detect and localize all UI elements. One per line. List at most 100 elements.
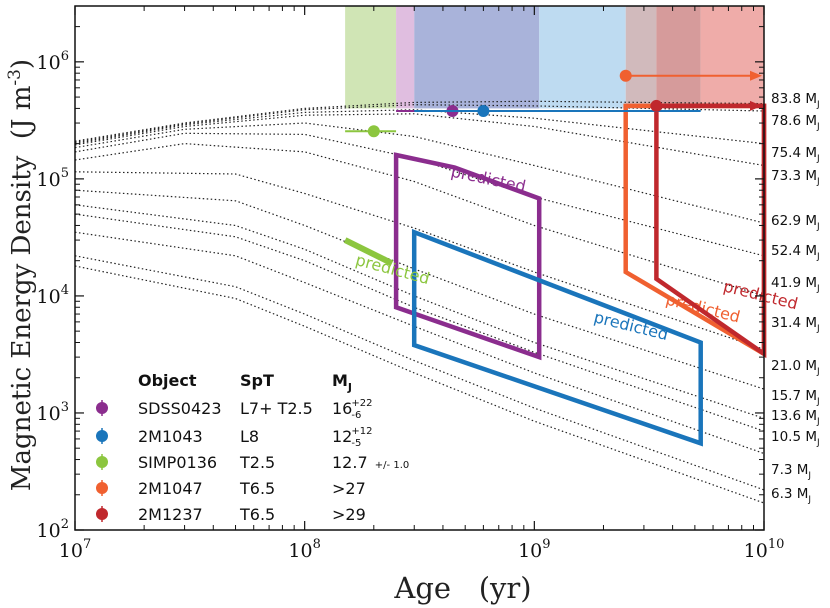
- mass-unit-sub: J: [816, 177, 820, 187]
- legend-mass-3: >27: [332, 479, 366, 498]
- mass-track-3: [74, 113, 765, 167]
- y-tick-base: 10: [37, 286, 61, 308]
- legend-header-mass-sub: J: [347, 381, 352, 394]
- mass-track-4: [74, 122, 765, 224]
- predicted-box-2: [623, 103, 767, 358]
- mass-track-label-10: 13.6 MJ: [771, 408, 820, 427]
- legend-spt-0: L7+ T2.5: [240, 399, 313, 418]
- mass-track-label-2: 75.4 MJ: [771, 145, 820, 164]
- legend-mass-1: 12: [332, 427, 352, 446]
- y-tick-label-2: 104: [37, 283, 69, 308]
- shaded-range-5: [656, 6, 701, 109]
- legend-mass-pm-2: +/- 1.0: [375, 460, 409, 471]
- y-tick-label-4: 106: [37, 49, 69, 74]
- mass-unit-sub: J: [816, 122, 820, 132]
- mass-unit-sub: J: [807, 471, 811, 481]
- legend-marker-2: [96, 456, 108, 468]
- legend-marker-4: [96, 508, 108, 520]
- y-tick-exp: 2: [61, 517, 69, 532]
- mass-unit-sub: J: [816, 324, 820, 334]
- legend-header-object: Object: [138, 371, 197, 390]
- mass-value: 6.3 M: [771, 486, 808, 502]
- mass-value: 83.8 M: [771, 91, 817, 107]
- legend-marker-3: [96, 482, 108, 494]
- legend-header-spt: SpT: [240, 371, 274, 390]
- legend-mass-sub-0: -6: [351, 410, 361, 421]
- mass-track-label-4: 62.9 MJ: [771, 213, 820, 232]
- mass-tracks: [74, 100, 765, 504]
- x-tick-label-2: 109: [518, 537, 550, 562]
- legend-mass-0: 16: [332, 399, 352, 418]
- legend-mass-sub-1: -5: [351, 438, 361, 449]
- legend-marker-0: [96, 402, 108, 414]
- predicted-box-1: [411, 228, 703, 447]
- x-tick-exp: 10: [768, 537, 785, 552]
- y-tick-label-3: 105: [37, 166, 69, 191]
- legend-mass-4: >29: [332, 505, 366, 524]
- mass-track-label-9: 15.7 MJ: [771, 388, 820, 407]
- legend-spt-4: T6.5: [239, 505, 275, 524]
- predicted-label-1: predicted: [592, 307, 670, 344]
- plot-frame: [74, 5, 765, 531]
- y-axis-label: Magnetic Energy Density (J m-3): [5, 59, 37, 491]
- mass-unit-sub: J: [816, 252, 820, 262]
- mass-track-label-3: 73.3 MJ: [771, 168, 820, 187]
- legend-mass-2: 12.7: [332, 453, 368, 472]
- shaded-range-2: [414, 6, 540, 109]
- mass-value: 10.5 M: [771, 429, 817, 445]
- measurement-limit-arrow-4: [750, 100, 762, 111]
- y-tick-base: 10: [37, 169, 61, 191]
- mass-track-2: [74, 109, 765, 145]
- mass-track-12: [74, 255, 765, 491]
- legend-marker-1: [96, 430, 108, 442]
- x-tick-exp: 9: [542, 537, 550, 552]
- predicted-regions: predictedpredictedpredictedpredictedpred…: [343, 103, 800, 447]
- legend-object-4: 2M1237: [138, 505, 203, 524]
- measurement-limit-arrow-3: [750, 70, 762, 81]
- mass-unit-sub: J: [807, 495, 811, 505]
- legend-mass-sup-1: +12: [351, 426, 372, 437]
- x-axis-label: Age (yr): [393, 571, 531, 605]
- mass-unit-sub: J: [816, 284, 820, 294]
- mass-track-label-6: 41.9 MJ: [771, 275, 820, 294]
- mass-track-5: [74, 132, 765, 257]
- mass-value: 73.3 M: [771, 168, 817, 184]
- mass-track-label-11: 10.5 MJ: [771, 429, 820, 448]
- mass-track-13: [74, 265, 765, 504]
- mass-track-label-5: 52.4 MJ: [771, 243, 820, 262]
- x-tick-label-0: 107: [59, 537, 91, 562]
- mass-value: 13.6 M: [771, 408, 817, 424]
- x-tick-base: 10: [288, 540, 312, 562]
- mass-track-label-8: 21.0 MJ: [771, 358, 820, 377]
- predicted-box-3: [654, 103, 767, 359]
- mass-unit-sub: J: [816, 222, 820, 232]
- y-tick-label-1: 103: [37, 400, 69, 425]
- mass-unit-sub: J: [816, 438, 820, 448]
- legend-spt-1: L8: [240, 427, 259, 446]
- y-tick-exp: 4: [61, 283, 69, 298]
- y-tick-label-0: 102: [37, 517, 69, 542]
- shaded-range-0: [345, 6, 397, 109]
- y-tick-base: 10: [37, 520, 61, 542]
- mass-value: 21.0 M: [771, 358, 817, 374]
- mass-track-label-12: 7.3 MJ: [771, 462, 811, 481]
- predicted-box-0: [393, 152, 542, 361]
- mass-track-8: [74, 189, 765, 390]
- mass-track-label-13: 6.3 MJ: [771, 486, 811, 505]
- mass-unit-sub: J: [816, 367, 820, 377]
- x-tick-base: 10: [518, 540, 542, 562]
- predicted-line-0: [343, 237, 394, 266]
- measurements: [345, 69, 762, 138]
- legend-header-mass: MJ: [332, 371, 352, 394]
- mass-value: 52.4 M: [771, 243, 817, 259]
- y-tick-exp: 3: [61, 400, 69, 415]
- mass-track-1: [74, 104, 765, 143]
- predicted-label-0: predicted: [449, 162, 527, 196]
- shaded-range-4: [625, 6, 657, 109]
- mass-value: 78.6 M: [771, 113, 817, 129]
- legend-spt-3: T6.5: [239, 479, 275, 498]
